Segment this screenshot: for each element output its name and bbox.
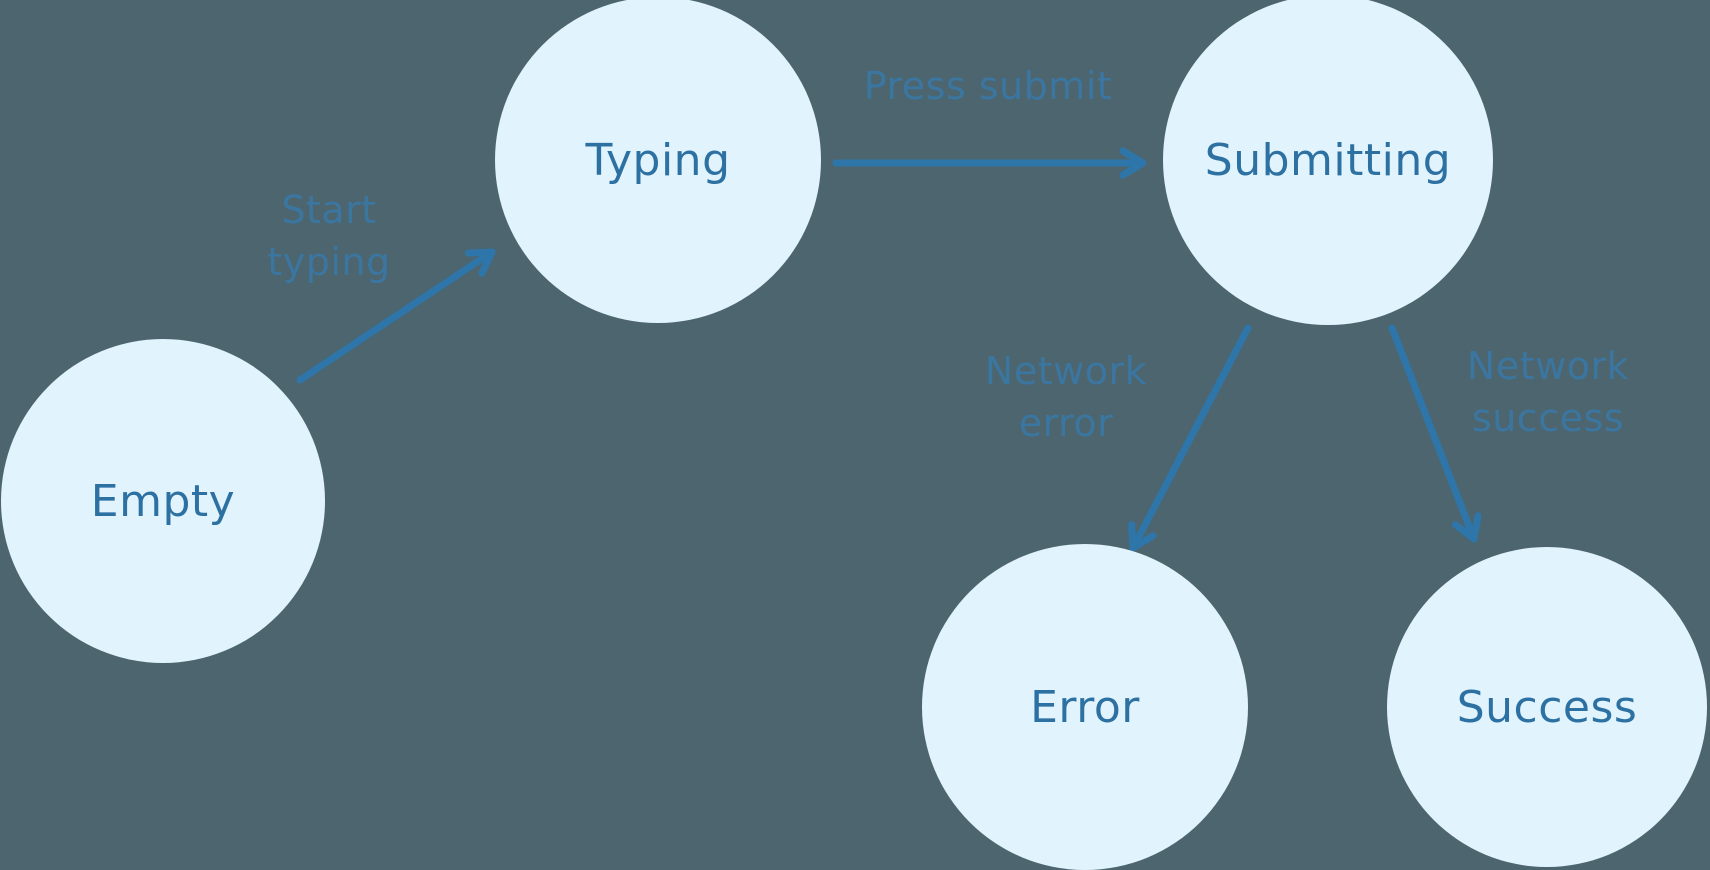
edge-label-line: Network xyxy=(984,349,1148,393)
arrow-empty-to-typing xyxy=(296,248,496,384)
state-node-submitting-label: Submitting xyxy=(1204,134,1452,186)
state-node-empty: Empty xyxy=(1,339,325,663)
edge-label-line: Network xyxy=(1466,344,1630,388)
edge-label-press-submit: Press submit xyxy=(864,60,1113,112)
state-node-success: Success xyxy=(1387,547,1707,867)
state-node-empty-label: Empty xyxy=(90,475,236,527)
state-node-error-label: Error xyxy=(1030,681,1140,733)
edge-label-line: success xyxy=(1471,396,1625,440)
edge-label-network-success: Network success xyxy=(1467,340,1629,444)
edge-label-line: Start xyxy=(281,188,377,232)
edge-label-network-error: Network error xyxy=(985,345,1147,449)
arrow-submitting-to-error xyxy=(1128,324,1252,552)
state-node-error: Error xyxy=(922,544,1248,870)
state-node-typing: Typing xyxy=(495,0,821,323)
edge-label-line: Press submit xyxy=(863,64,1113,108)
state-node-success-label: Success xyxy=(1456,681,1638,733)
state-node-submitting: Submitting xyxy=(1163,0,1493,325)
arrow-submitting-to-success xyxy=(1388,324,1482,543)
state-node-typing-label: Typing xyxy=(585,134,731,186)
edge-label-start-typing: Start typing xyxy=(267,184,390,288)
edge-label-line: typing xyxy=(267,240,391,284)
edge-label-line: error xyxy=(1018,401,1114,445)
